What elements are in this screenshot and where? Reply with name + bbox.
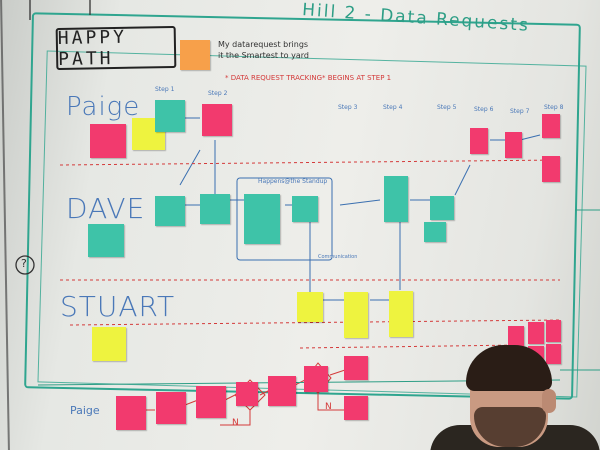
step-label: Step 3: [338, 104, 358, 111]
process-sticky: [546, 320, 561, 342]
beard: [474, 407, 546, 447]
process-sticky: [202, 104, 232, 136]
process-sticky: [542, 114, 560, 138]
step-label: Step 1: [155, 86, 175, 93]
process-sticky: [200, 194, 230, 224]
goal-line-1: My datarequest brings: [218, 40, 309, 49]
process-sticky: [470, 128, 488, 154]
standup-label: Happens@the Standup: [258, 178, 328, 185]
step-label: Step 6: [474, 106, 494, 113]
step-label: Step 8: [544, 104, 564, 111]
step-label: Step 4: [383, 104, 403, 111]
question-mark: ?: [21, 257, 27, 270]
no-branch-label: N: [325, 402, 332, 412]
process-sticky: [156, 392, 186, 424]
process-sticky: [528, 322, 544, 344]
paige-avatar-sticky: [90, 124, 126, 158]
lane-dave: DAVE: [66, 192, 146, 225]
process-sticky: [292, 196, 318, 222]
lane-stuart: STUART: [60, 290, 176, 323]
stuart-avatar-sticky: [92, 327, 126, 361]
process-sticky: [384, 176, 408, 222]
step-label: Step 5: [437, 104, 457, 111]
process-sticky: [344, 292, 368, 338]
process-sticky: [344, 396, 368, 420]
process-sticky: [505, 132, 522, 158]
no-branch-label: N: [232, 418, 239, 428]
lane-paige-bottom: Paige: [70, 404, 100, 417]
process-sticky: [389, 291, 413, 337]
step-label: Step 7: [510, 108, 530, 115]
process-sticky: [430, 196, 454, 220]
process-sticky: [244, 194, 280, 244]
communication-label: Communication: [318, 254, 358, 260]
process-sticky: [508, 326, 524, 348]
process-sticky: [344, 356, 368, 380]
smiley-sticky: [180, 40, 210, 70]
process-sticky: [542, 156, 560, 182]
process-sticky: [155, 196, 185, 226]
person-foreground: [430, 345, 600, 450]
process-sticky: [297, 292, 323, 322]
happy-path-label: HAPPY PATH: [55, 25, 177, 71]
process-sticky: [424, 222, 446, 242]
dave-avatar-sticky: [88, 224, 124, 257]
process-sticky: [155, 100, 185, 132]
step-label: Step 2: [208, 90, 228, 97]
ear: [542, 389, 556, 413]
process-sticky: [268, 376, 296, 406]
process-sticky: [546, 344, 561, 364]
hair: [466, 345, 552, 391]
process-sticky: [304, 366, 328, 392]
process-sticky: [236, 382, 258, 406]
process-sticky: [116, 396, 146, 430]
process-sticky: [196, 386, 226, 418]
goal-line-2: it the Smartest to yard: [218, 51, 309, 60]
tracking-note: * DATA REQUEST TRACKING* BEGINS AT STEP …: [225, 74, 392, 82]
lane-paige: Paige: [66, 92, 141, 122]
